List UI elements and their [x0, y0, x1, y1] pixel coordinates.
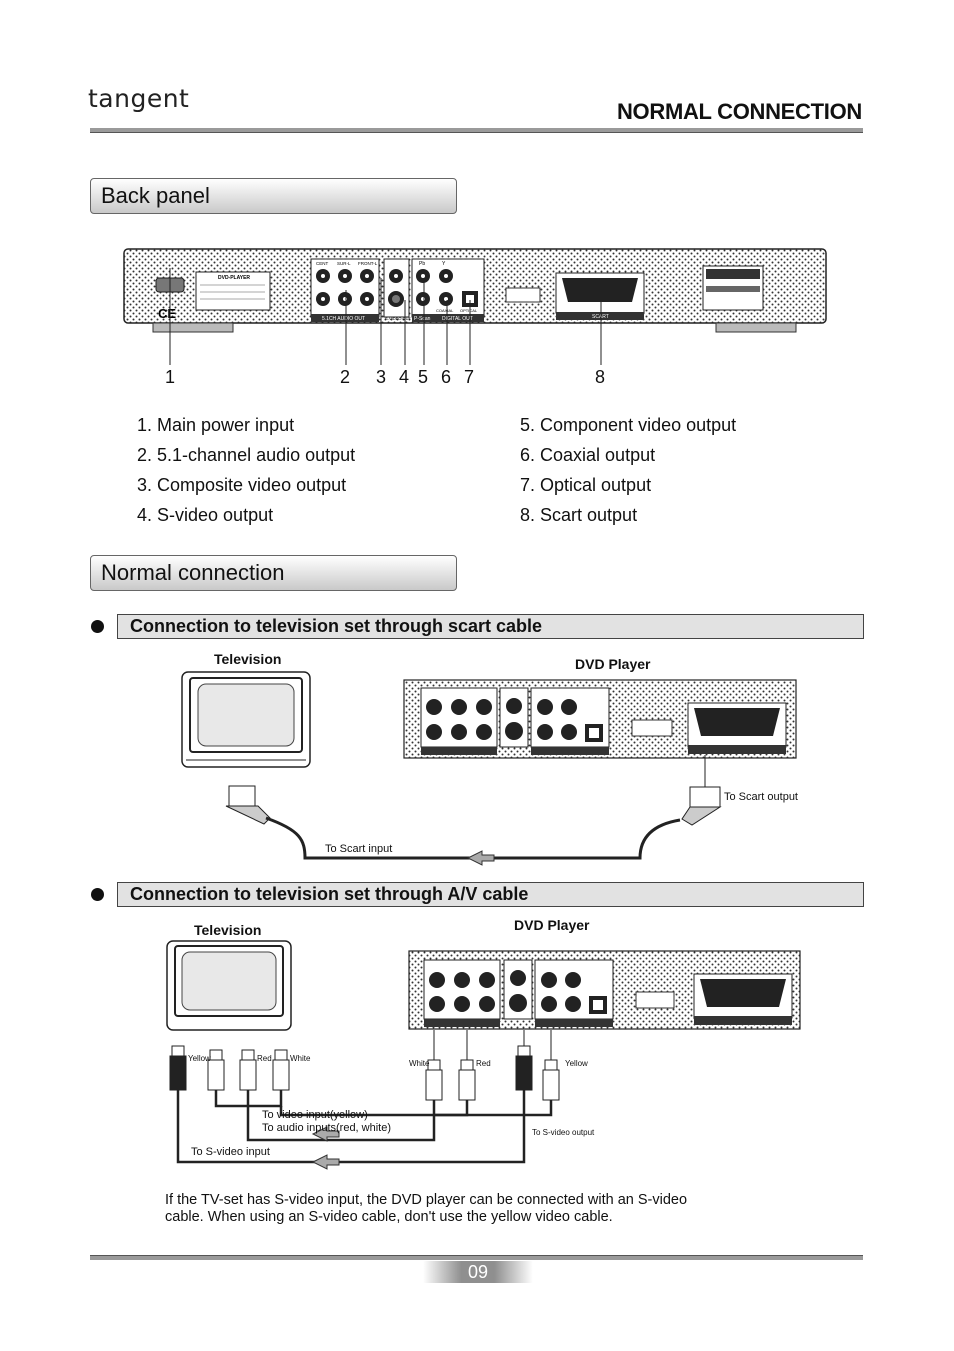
to-scart-input-label: To Scart input — [325, 843, 393, 855]
page-number: 09 — [423, 1261, 533, 1283]
scart-dvd-label: DVD Player — [575, 656, 651, 672]
av-cables — [169, 1030, 560, 1170]
callout-3: 3 — [376, 367, 387, 387]
to-svideo-output-label: To S-video output — [532, 1128, 595, 1137]
list-item: 5. Component video output — [520, 415, 737, 435]
scart-tv-label: Television — [214, 651, 282, 667]
callout-6: 6 — [441, 367, 452, 387]
bullet-icon — [91, 620, 104, 633]
footer-rule — [90, 1255, 863, 1260]
audio-out-block — [310, 258, 380, 318]
svg-text:5.1CH AUDIO OUT: 5.1CH AUDIO OUT — [322, 316, 365, 322]
brand-logo: tangent — [88, 84, 190, 113]
svg-text:SCART: SCART — [592, 314, 609, 320]
scart-tv-drawing — [181, 671, 311, 768]
model-label — [195, 271, 271, 311]
to-audio-inputs-label: To audio inputs(red, white) — [262, 1122, 392, 1134]
svg-text:Y: Y — [442, 261, 446, 267]
callout-2: 2 — [340, 367, 351, 387]
bullet-icon — [91, 888, 104, 901]
list-item: 7. Optical output — [520, 475, 652, 495]
yellow-label: Yellow — [188, 1054, 211, 1063]
callout-8: 8 — [595, 367, 606, 387]
svg-text:OPTICAL: OPTICAL — [460, 308, 478, 313]
scart-cable — [225, 755, 722, 866]
ce-mark: CE — [158, 306, 176, 321]
svg-text:S-VIDEO OUT: S-VIDEO OUT — [385, 316, 412, 321]
scart-dvd-drawing — [403, 679, 797, 759]
to-svideo-input-label: To S-video input — [191, 1146, 270, 1158]
svg-text:DIGITAL OUT: DIGITAL OUT — [442, 316, 473, 322]
av-tv-drawing — [166, 940, 292, 1031]
white-label: White — [290, 1054, 311, 1063]
normal-connection-heading: Normal connection — [90, 555, 457, 591]
header-rule — [90, 128, 863, 133]
callout-7: 7 — [464, 367, 475, 387]
back-panel-heading: Back panel — [90, 178, 457, 214]
svg-text:P-Scan: P-Scan — [414, 316, 431, 322]
svg-text:DVD-PLAYER: DVD-PLAYER — [218, 275, 250, 281]
svg-text:FRONT-L: FRONT-L — [358, 261, 378, 266]
yellow-label-dvd: Yellow — [565, 1059, 588, 1068]
white-label-dvd: White — [409, 1059, 430, 1068]
back-panel-drawing: CE DVD-PLAYER CENT SUR-L FRONT-L 5.1CH A… — [123, 248, 827, 333]
red-label-dvd: Red — [476, 1059, 491, 1068]
av-dvd-drawing — [408, 950, 801, 1030]
list-item: 6. Coaxial output — [520, 445, 656, 465]
list-item: 2. 5.1-channel audio output — [137, 445, 356, 465]
svg-text:Pb: Pb — [419, 261, 425, 267]
svg-text:CENT: CENT — [316, 261, 329, 266]
svg-text:COAXIAL: COAXIAL — [436, 308, 454, 313]
callout-1: 1 — [165, 367, 176, 387]
callout-5: 5 — [418, 367, 429, 387]
av-tv-label: Television — [194, 922, 262, 938]
list-item: 4. S-video output — [137, 505, 274, 525]
scart-subheading: Connection to television set through sca… — [117, 614, 864, 639]
svg-text:SUR-L: SUR-L — [337, 261, 351, 266]
red-label: Red — [257, 1054, 272, 1063]
page-title: NORMAL CONNECTION — [616, 99, 862, 124]
list-item: 1. Main power input — [137, 415, 295, 435]
callout-4: 4 — [399, 367, 410, 387]
items-left: 1. Main power input 2. 5.1-channel audio… — [137, 410, 355, 530]
items-right: 5. Component video output 6. Coaxial out… — [520, 410, 736, 530]
list-item: 8. Scart output — [520, 505, 638, 525]
list-item: 3. Composite video output — [137, 475, 347, 495]
to-scart-output-label: To Scart output — [724, 791, 798, 803]
av-dvd-label: DVD Player — [514, 917, 590, 933]
av-subheading: Connection to television set through A/V… — [117, 882, 864, 907]
to-video-input-label: To video input(yellow) — [262, 1109, 368, 1121]
callout-leaders — [169, 268, 602, 365]
svideo-note: If the TV-set has S-video input, the DVD… — [165, 1192, 688, 1225]
